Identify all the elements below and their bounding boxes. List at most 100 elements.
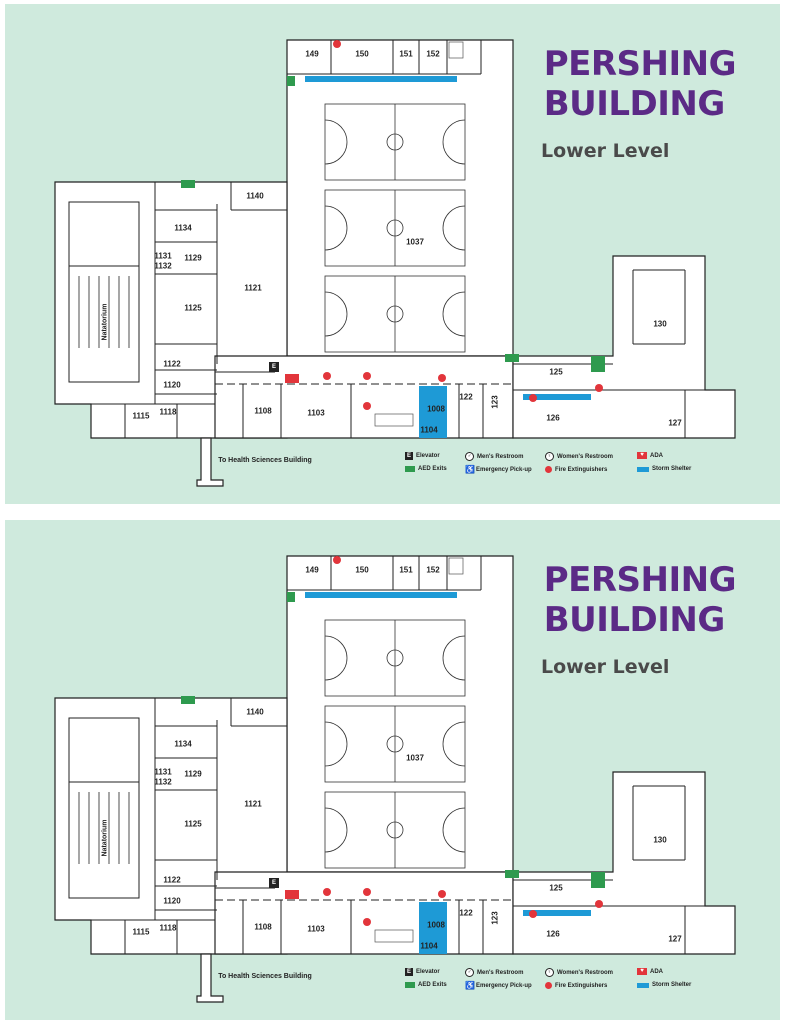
elevator-icon: E (405, 452, 413, 460)
room-label: 1120 (163, 896, 181, 906)
room-label: 152 (426, 49, 440, 59)
room-label: 1120 (163, 380, 181, 390)
storm-shelter-1104 (419, 386, 447, 438)
natatorium-label: Natatorium (101, 819, 109, 857)
legend-womens: ♀ Women's Restroom (545, 452, 613, 461)
map-legend: E Elevator ♂ Men's Restroom ♀ Women's Re… (405, 968, 725, 998)
legend-label: Women's Restroom (557, 453, 613, 460)
fire-extinguisher (333, 40, 341, 48)
room-label: 1008 (427, 920, 445, 930)
stairs (448, 557, 464, 575)
room-label: 151 (399, 565, 413, 575)
legend-label: Fire Extinguishers (555, 982, 608, 989)
storm-shelter-icon (637, 982, 649, 988)
fire-extinguisher (438, 374, 446, 382)
elevator-glyph: E (271, 880, 277, 886)
legend-mens: ♂ Men's Restroom (465, 968, 523, 977)
room-label: 149 (305, 49, 319, 59)
room-label: 1115 (132, 927, 150, 937)
legend-pickup: ♿ Emergency Pick-up (465, 466, 532, 474)
room-label: 151 (399, 49, 413, 59)
fire-extinguisher (363, 888, 371, 896)
floor-plan-panel-top: PERSHING BUILDING Lower Level 149 150 15… (5, 4, 780, 504)
storm-shelter-gym (305, 592, 457, 598)
room-label: 1108 (254, 406, 272, 416)
fire-extinguisher-icon (545, 466, 552, 473)
room-label: 1115 (132, 411, 150, 421)
title-line-2: BUILDING (543, 84, 726, 124)
connector-outline (196, 437, 224, 487)
level-subtitle: Lower Level (541, 140, 670, 162)
room-label: 1121 (244, 799, 262, 809)
level-subtitle: Lower Level (541, 656, 670, 678)
legend-womens: ♀ Women's Restroom (545, 968, 613, 977)
fire-extinguisher (323, 372, 331, 380)
legend-ada: ♥ ADA (637, 452, 663, 459)
fire-extinguisher (333, 556, 341, 564)
legend-label: ADA (650, 968, 663, 975)
title-line-2: BUILDING (543, 600, 726, 640)
legend-label: Men's Restroom (477, 453, 524, 460)
wheelchair-icon: ♿ (465, 981, 475, 990)
legend-aed: AED Exits (405, 982, 447, 988)
legend-storm: Storm Shelter (637, 982, 691, 988)
room-label: 1122 (163, 875, 181, 885)
room-label: 1140 (246, 707, 264, 717)
mens-restroom-icon: ♂ (465, 968, 474, 977)
room-label: 1125 (184, 303, 202, 313)
room-label: 1121 (244, 283, 262, 293)
natatorium-pool (68, 717, 140, 899)
womens-restroom-icon: ♀ (545, 968, 554, 977)
aed-exit (287, 592, 295, 602)
stairs (448, 41, 464, 59)
room-label: 127 (668, 418, 682, 428)
gymnasium-outline (286, 39, 514, 357)
room-label: 150 (355, 565, 369, 575)
wheelchair-icon: ♿ (465, 465, 475, 474)
room-label: 126 (546, 929, 560, 939)
room-label: 1132 (154, 777, 172, 787)
room-label: 1037 (406, 237, 424, 247)
fire-extinguisher (529, 394, 537, 402)
stairs (374, 413, 414, 427)
floor-plan-panel-bottom: PERSHING BUILDING Lower Level 149 150 15… (5, 520, 780, 1020)
legend-label: Elevator (416, 453, 440, 459)
room-label: 130 (653, 319, 667, 329)
room-label: 123 (490, 911, 500, 925)
room-label: 122 (459, 908, 473, 918)
building-title: PERSHING BUILDING (543, 560, 737, 640)
room-label: 1122 (163, 359, 181, 369)
aed-exit (505, 870, 519, 878)
title-line-1: PERSHING (543, 44, 737, 84)
room-label: 126 (546, 413, 560, 423)
womens-restroom-icon: ♀ (545, 452, 554, 461)
connector-outline (196, 953, 224, 1003)
natatorium-label: Natatorium (101, 303, 109, 341)
room-label: 130 (653, 835, 667, 845)
room-label: 1008 (427, 404, 445, 414)
floor-plan (54, 39, 736, 487)
aed-exit (505, 354, 519, 362)
east-wing-outline (512, 255, 736, 439)
aed-exit (181, 180, 195, 188)
room-label: 1125 (184, 819, 202, 829)
legend-ada: ♥ ADA (637, 968, 663, 975)
legend-label: Men's Restroom (477, 969, 524, 976)
legend-label: AED Exits (418, 466, 447, 472)
map-legend: E Elevator ♂ Men's Restroom ♀ Women's Re… (405, 452, 725, 482)
natatorium-pool (68, 201, 140, 383)
storm-shelter-125 (523, 394, 591, 400)
room-label: 1131 (154, 767, 172, 777)
fire-extinguisher-icon (545, 982, 552, 989)
ada-icon: ♥ (637, 452, 647, 459)
legend-label: ADA (650, 452, 663, 459)
aed-exit (591, 872, 605, 888)
legend-storm: Storm Shelter (637, 466, 691, 472)
legend-label: AED Exits (418, 982, 447, 988)
floor-plan (54, 555, 736, 1003)
room-label: 125 (549, 883, 563, 893)
room-label: 1118 (159, 923, 177, 933)
room-label: 122 (459, 392, 473, 402)
legend-label: Storm Shelter (652, 982, 692, 988)
legend-label: Fire Extinguishers (555, 466, 608, 473)
